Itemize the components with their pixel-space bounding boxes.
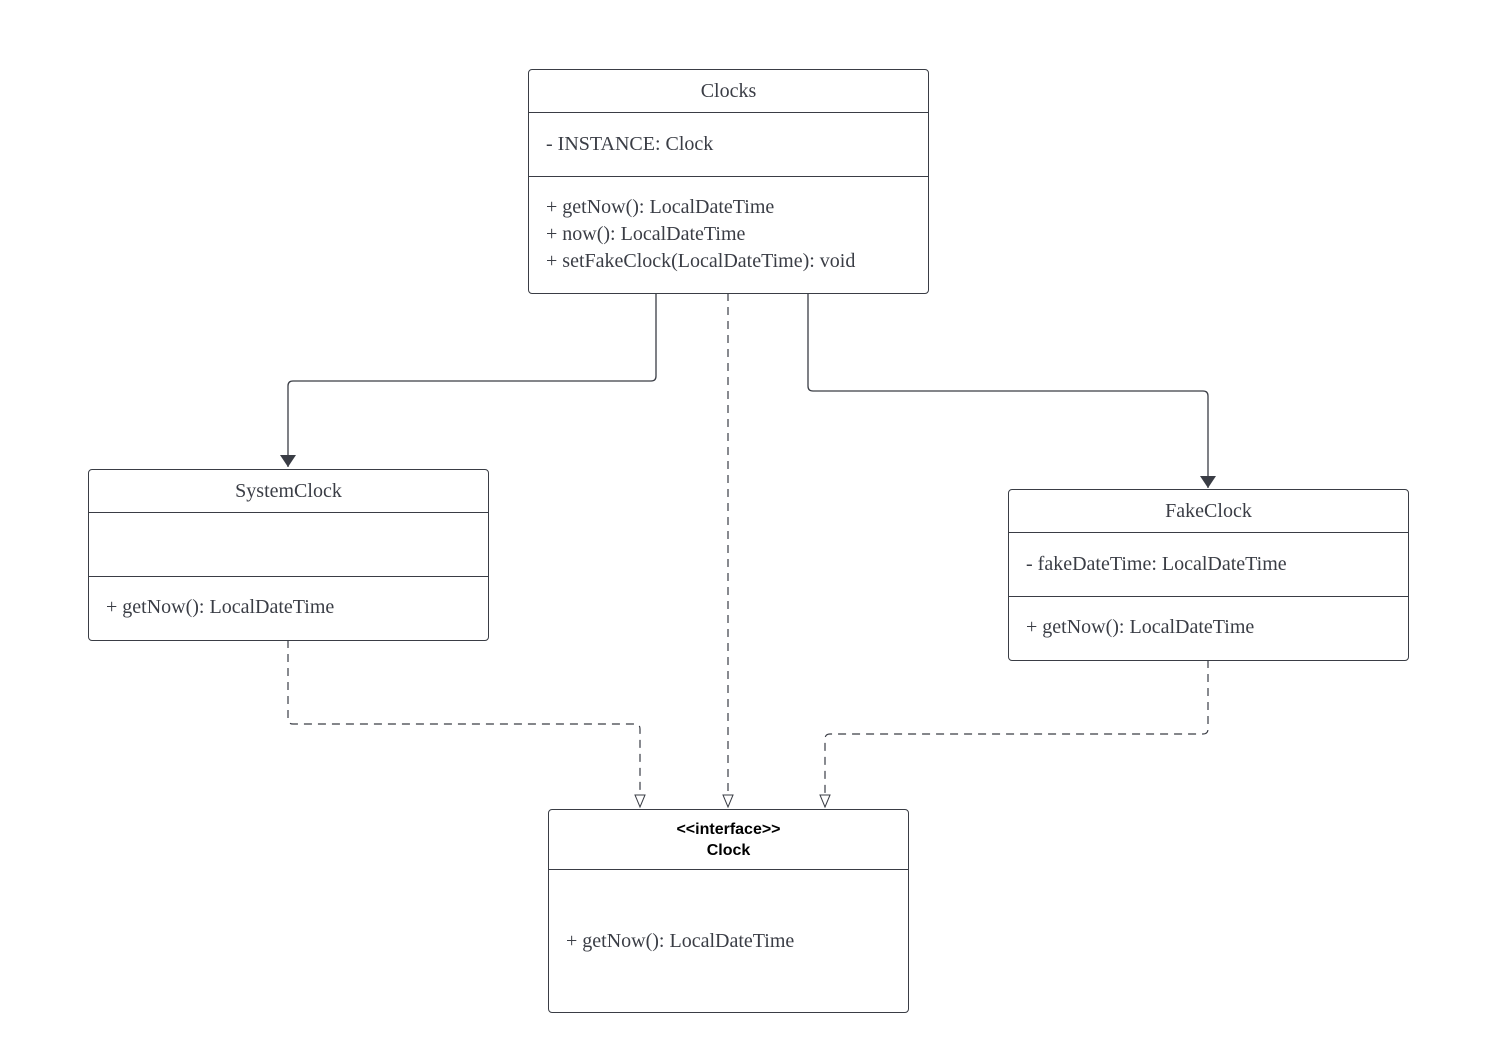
operation: + setFakeClock(LocalDateTime): void xyxy=(546,250,856,272)
operations-section: + getNow(): LocalDateTime xyxy=(549,869,908,1012)
class-title: SystemClock xyxy=(89,470,488,512)
interface-clock[interactable]: <<interface>> Clock + getNow(): LocalDat… xyxy=(548,809,909,1013)
class-clocks[interactable]: Clocks - INSTANCE: Clock + getNow(): Loc… xyxy=(528,69,929,294)
operation: + now(): LocalDateTime xyxy=(546,223,746,245)
operation: + getNow(): LocalDateTime xyxy=(106,596,335,618)
class-fakeclock[interactable]: FakeClock - fakeDateTime: LocalDateTime … xyxy=(1008,489,1409,661)
interface-title: <<interface>> Clock xyxy=(549,810,908,869)
attribute: - INSTANCE: Clock xyxy=(546,133,714,155)
class-name: FakeClock xyxy=(1165,499,1252,522)
class-name: Clocks xyxy=(700,79,757,102)
class-title: Clocks xyxy=(529,70,928,112)
attributes-section xyxy=(89,512,488,576)
operation: + getNow(): LocalDateTime xyxy=(1026,616,1255,638)
class-systemclock[interactable]: SystemClock + getNow(): LocalDateTime xyxy=(88,469,489,641)
interface-stereotype: <<interface>> xyxy=(676,820,781,838)
operations-section: + getNow(): LocalDateTime xyxy=(89,576,488,621)
operations-section: + getNow(): LocalDateTime + now(): Local… xyxy=(529,176,928,275)
realization-systemclock-to-clock xyxy=(287,640,640,807)
interface-name: Clock xyxy=(706,841,751,859)
operations-section: + getNow(): LocalDateTime xyxy=(1009,596,1408,641)
realization-fakeclock-to-clock xyxy=(825,660,1209,807)
class-title: FakeClock xyxy=(1009,490,1408,532)
attribute: - fakeDateTime: LocalDateTime xyxy=(1026,553,1287,575)
attributes-section: - fakeDateTime: LocalDateTime xyxy=(1009,532,1408,596)
operation: + getNow(): LocalDateTime xyxy=(566,929,795,952)
operation: + getNow(): LocalDateTime xyxy=(546,196,775,218)
attributes-section: - INSTANCE: Clock xyxy=(529,112,928,176)
association-clocks-to-systemclock xyxy=(280,293,657,467)
association-clocks-to-fakeclock xyxy=(807,293,1216,488)
class-name: SystemClock xyxy=(235,479,342,502)
